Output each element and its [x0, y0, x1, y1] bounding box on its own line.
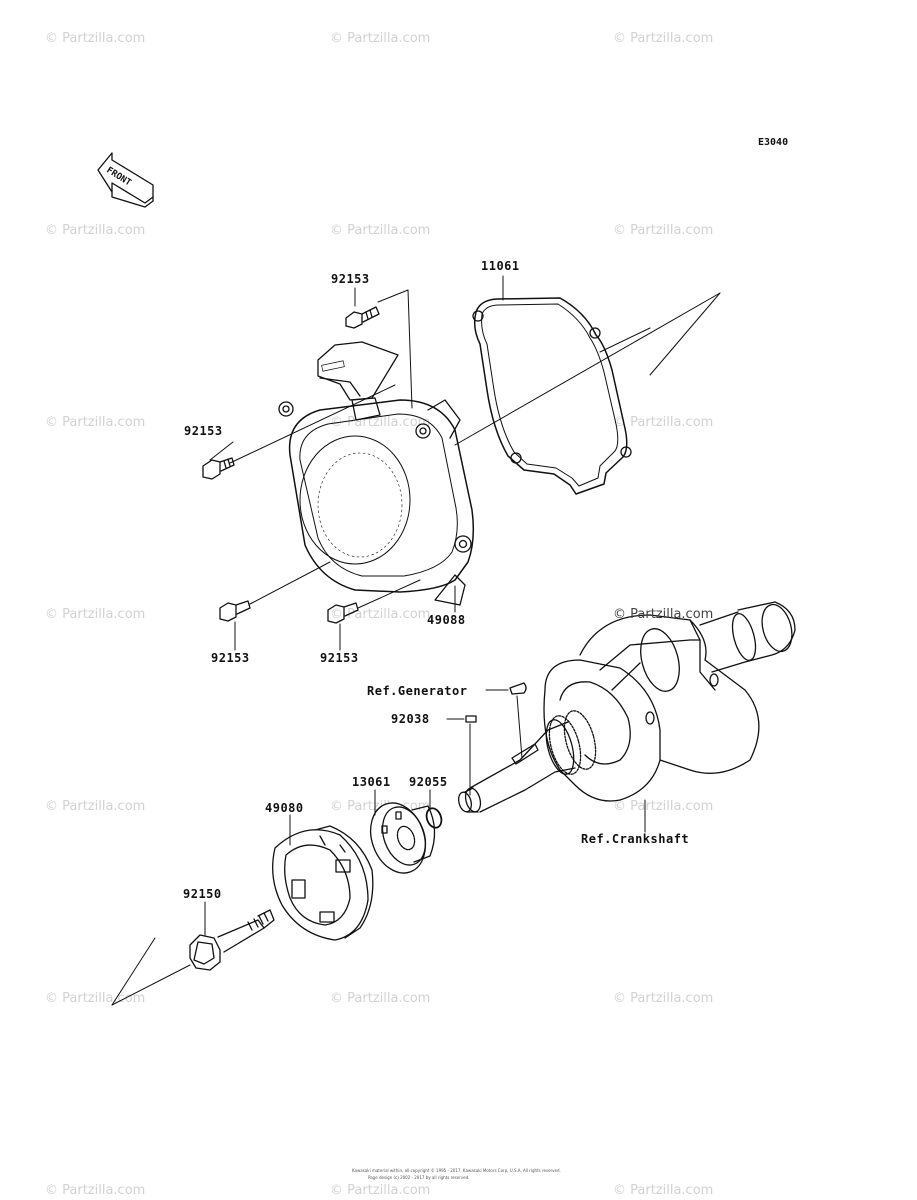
pin-92038 [465, 715, 477, 723]
gasket-11061 [473, 297, 628, 495]
callout-92153-left: 92153 [184, 424, 223, 438]
watermark: © Partzilla.com [613, 415, 714, 430]
axis-line-upper [454, 292, 721, 446]
callout-92153-bottom-left: 92153 [211, 651, 250, 665]
watermark: © Partzilla.com [330, 1183, 431, 1198]
oring-92055 [425, 807, 443, 829]
key-ref-generator [509, 682, 527, 695]
watermark: © Partzilla.com [613, 31, 714, 46]
callout-92153-top: 92153 [331, 272, 370, 286]
watermark: © Partzilla.com [45, 1183, 146, 1198]
watermark: © Partzilla.com [330, 991, 431, 1006]
watermark: © Partzilla.com [45, 607, 146, 622]
crank-watermark: © Partzilla.com [613, 607, 714, 622]
watermark: © Partzilla.com [45, 415, 146, 430]
watermark: © Partzilla.com [613, 1183, 714, 1198]
axis-line-lower [111, 937, 156, 1006]
watermark: © Partzilla.com [330, 31, 431, 46]
crankshaft [458, 601, 796, 813]
watermark: © Partzilla.com [330, 415, 431, 430]
callout-92153-bottom-right: 92153 [320, 651, 359, 665]
callout-49088: 49088 [427, 613, 466, 627]
watermark: © Partzilla.com [45, 31, 146, 46]
callout-92150: 92150 [183, 887, 222, 901]
watermark: © Partzilla.com [613, 799, 714, 814]
front-arrow-icon [97, 152, 154, 208]
callout-13061: 13061 [352, 775, 391, 789]
watermark: © Partzilla.com [613, 223, 714, 238]
bolt-92150 [189, 909, 275, 971]
watermark: © Partzilla.com [330, 223, 431, 238]
watermark: © Partzilla.com [45, 223, 146, 238]
callout-ref-generator: Ref.Generator [367, 684, 468, 698]
callout-11061: 11061 [481, 259, 520, 273]
callout-ref-crankshaft: Ref.Crankshaft [581, 832, 690, 846]
callout-92055: 92055 [409, 775, 448, 789]
hub-13061 [369, 802, 436, 874]
bolt-92153-left [202, 457, 235, 480]
generator-cover-49088 [278, 341, 475, 606]
copyright-line-1: Kawasaki material within, all copyright … [352, 1168, 561, 1173]
callout-92038: 92038 [391, 712, 430, 726]
watermark: © Partzilla.com [613, 991, 714, 1006]
bolt-92153-bottom-right [327, 602, 359, 624]
diagram-code: E3040 [758, 137, 789, 148]
watermark: © Partzilla.com [45, 991, 146, 1006]
watermark: © Partzilla.com [45, 799, 146, 814]
callout-49080: 49080 [265, 801, 304, 815]
bolt-92153-bottom-left [219, 600, 251, 622]
bolt-92153-top [345, 306, 380, 329]
clutch-49080 [272, 825, 374, 941]
copyright-line-2: Page design (c) 2002 - 2017 by all right… [368, 1175, 470, 1180]
